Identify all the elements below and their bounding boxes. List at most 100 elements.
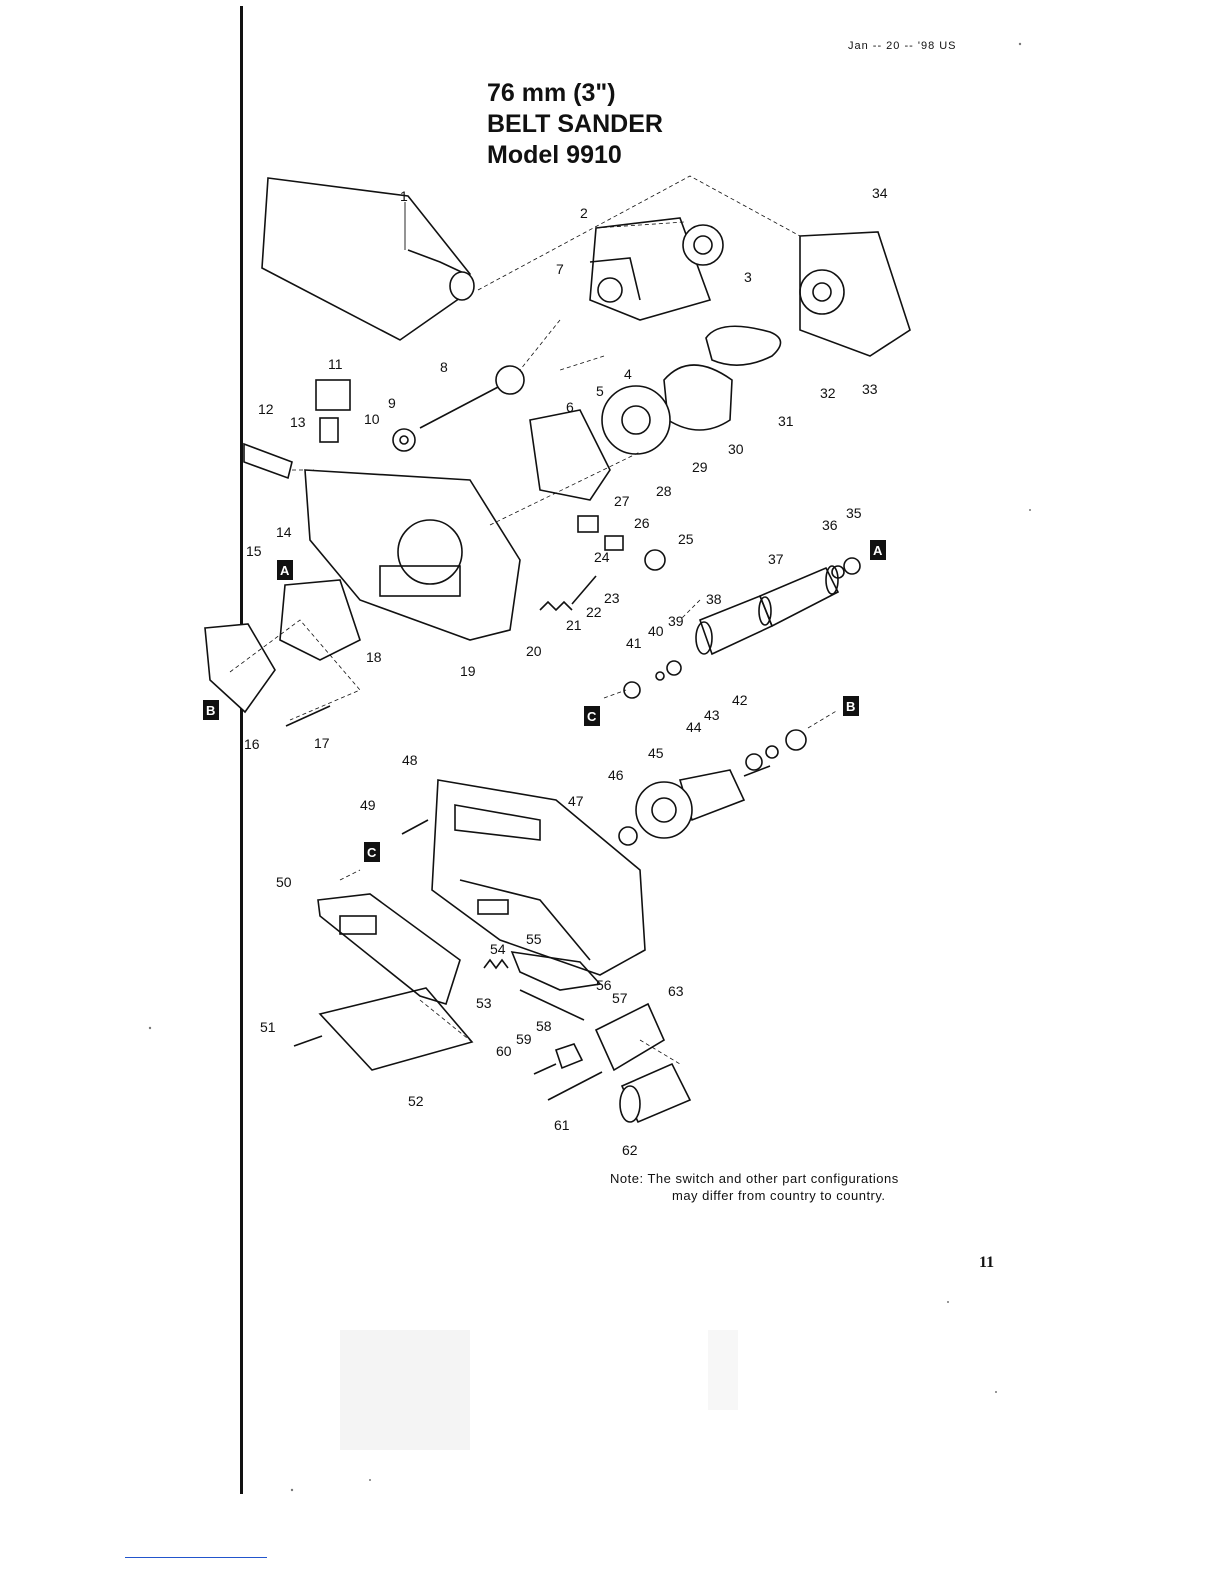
- part-dust-bag: [261, 177, 475, 341]
- part-label-54: 54: [490, 941, 506, 957]
- part-label-41: 41: [626, 635, 642, 651]
- part-brush-26: [577, 515, 666, 571]
- part-label-51: 51: [260, 1019, 276, 1035]
- ref-marker-b-left: B: [203, 700, 219, 720]
- part-label-22: 22: [586, 604, 602, 620]
- part-washers-35-36: [831, 557, 861, 579]
- part-label-12: 12: [258, 401, 274, 417]
- part-label-26: 26: [634, 515, 650, 531]
- part-switch-11: [315, 379, 351, 443]
- ref-marker-a-upper: A: [870, 540, 886, 560]
- part-label-3: 3: [744, 269, 752, 285]
- part-label-29: 29: [692, 459, 708, 475]
- part-label-10: 10: [364, 411, 380, 427]
- part-label-60: 60: [496, 1043, 512, 1059]
- part-plate-31: [663, 364, 733, 431]
- part-label-48: 48: [402, 752, 418, 768]
- svg-text:C: C: [367, 845, 377, 860]
- ref-marker-c-lower: C: [364, 842, 380, 862]
- part-label-63: 63: [668, 983, 684, 999]
- title-product: BELT SANDER: [487, 110, 663, 138]
- part-label-5: 5: [596, 383, 604, 399]
- part-label-1: 1: [400, 188, 408, 204]
- part-label-59: 59: [516, 1031, 532, 1047]
- title-size: 76 mm (3"): [487, 79, 616, 107]
- part-label-58: 58: [536, 1018, 552, 1034]
- part-label-21: 21: [566, 617, 582, 633]
- part-motor-housing-20: [304, 469, 521, 641]
- part-pulley-housing: [589, 217, 712, 321]
- part-label-35: 35: [846, 505, 862, 521]
- part-roller-62: [619, 1062, 692, 1124]
- part-label-23: 23: [604, 590, 620, 606]
- part-roller-37: [758, 565, 840, 628]
- part-label-20: 20: [526, 643, 542, 659]
- part-label-34: 34: [872, 185, 888, 201]
- part-spring-22: [539, 575, 597, 612]
- part-cord-12: [243, 442, 293, 480]
- part-belt-cover-33: [799, 231, 911, 357]
- part-label-15: 15: [246, 543, 262, 559]
- page-title: 76 mm (3") BELT SANDER Model 9910: [487, 78, 663, 171]
- part-label-45: 45: [648, 745, 664, 761]
- part-fan-46: [635, 781, 693, 839]
- part-field-18: [279, 579, 361, 661]
- part-handle-48: [431, 779, 646, 976]
- part-armature-45: [678, 729, 807, 822]
- part-label-4: 4: [624, 366, 632, 382]
- part-label-8: 8: [440, 359, 448, 375]
- part-label-30: 30: [728, 441, 744, 457]
- part-label-14: 14: [276, 524, 292, 540]
- part-belt-32: [705, 325, 782, 366]
- part-bearing-47: [618, 826, 638, 846]
- part-label-16: 16: [244, 736, 260, 752]
- title-model: Model 9910: [487, 141, 622, 169]
- scan-noise: [148, 42, 1031, 1492]
- ref-marker-c-middle: C: [584, 706, 600, 726]
- part-label-13: 13: [290, 414, 306, 430]
- part-bracket-57: [594, 1002, 666, 1072]
- svg-text:A: A: [280, 563, 290, 578]
- part-fan-guide-28: [529, 409, 611, 501]
- part-gear-3: [682, 224, 724, 266]
- left-binding-rule: [240, 6, 243, 1494]
- part-label-28: 28: [656, 483, 672, 499]
- note-line-2: may differ from country to country.: [672, 1188, 886, 1203]
- part-label-39: 39: [668, 613, 684, 629]
- part-label-38: 38: [706, 591, 722, 607]
- date-stamp: Jan -- 20 -- '98 US: [848, 40, 957, 52]
- part-baffle-16: [204, 623, 276, 714]
- part-fan-29: [601, 385, 671, 455]
- part-label-46: 46: [608, 767, 624, 783]
- part-label-44: 44: [686, 719, 702, 735]
- part-label-43: 43: [704, 707, 720, 723]
- part-label-49: 49: [360, 797, 376, 813]
- part-bearing-10: [392, 428, 416, 452]
- svg-text:B: B: [206, 703, 215, 718]
- part-label-57: 57: [612, 990, 628, 1006]
- part-roller-38: [695, 594, 774, 656]
- note: Note: The switch and other part configur…: [610, 1170, 899, 1204]
- part-label-18: 18: [366, 649, 382, 665]
- note-line-1: Note: The switch and other part configur…: [610, 1171, 899, 1186]
- part-label-31: 31: [778, 413, 794, 429]
- part-label-32: 32: [820, 385, 836, 401]
- part-screw-51: [293, 1035, 323, 1047]
- part-lever-56: [510, 951, 602, 1021]
- part-label-55: 55: [526, 931, 542, 947]
- part-label-40: 40: [648, 623, 664, 639]
- part-label-25: 25: [678, 531, 694, 547]
- part-label-53: 53: [476, 995, 492, 1011]
- part-label-61: 61: [554, 1117, 570, 1133]
- part-label-9: 9: [388, 395, 396, 411]
- assembly-lines: [229, 175, 839, 1065]
- part-label-7: 7: [556, 261, 564, 277]
- svg-text:A: A: [873, 543, 883, 558]
- part-label-42: 42: [732, 692, 748, 708]
- part-label-47: 47: [568, 793, 584, 809]
- part-bearings-39-41: [623, 660, 682, 699]
- part-screw-49: [401, 819, 429, 835]
- part-label-27: 27: [614, 493, 630, 509]
